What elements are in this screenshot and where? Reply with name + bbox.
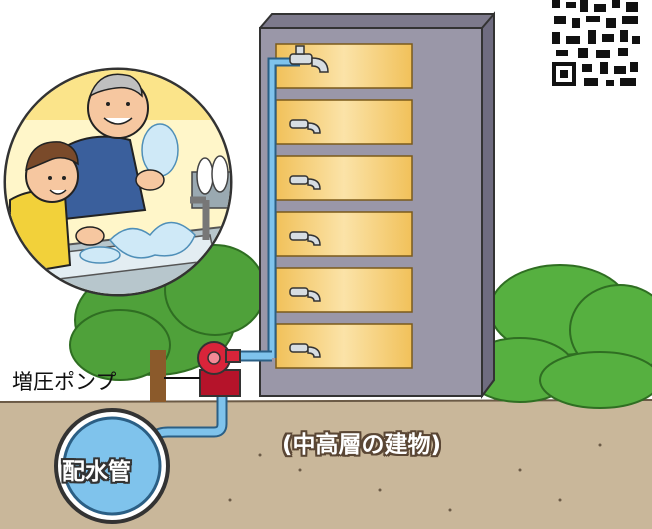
water-main-pipe-icon	[54, 408, 170, 524]
faucet-icon	[289, 45, 329, 358]
booster-pump-label: 増圧ポンプ	[12, 370, 117, 394]
floor-bands	[275, 43, 413, 369]
distribution-main-label: 配水管	[62, 459, 131, 485]
qr-code-icon	[550, 0, 640, 88]
building-caption: (中高層の建物)	[282, 432, 442, 458]
bushes-right	[464, 264, 652, 409]
booster-pump-icon	[197, 341, 241, 397]
